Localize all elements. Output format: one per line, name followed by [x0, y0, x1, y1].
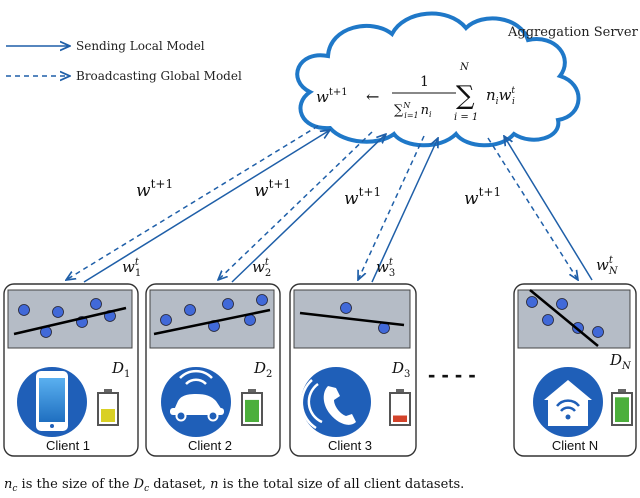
battery-icon	[611, 389, 633, 426]
formula-arrow: ←	[366, 87, 379, 106]
dataset-label: D2	[253, 359, 272, 380]
sum-top: N	[459, 62, 470, 73]
sum-symbol: ∑	[456, 81, 475, 111]
broadcast-arrow-clientN	[487, 137, 578, 280]
global-label-N: wt+1	[464, 185, 501, 209]
formula-lhs: wt+1	[316, 87, 348, 106]
sum-bottom: i = 1	[454, 112, 478, 123]
send-arrow-client2	[231, 134, 386, 283]
client-name: Client 3	[328, 438, 372, 453]
regression-line	[13, 306, 127, 336]
device-disc	[301, 367, 371, 437]
broadcast-arrow-client1	[66, 125, 319, 280]
aggregation-server-cloud	[295, 11, 581, 148]
send-arrow-client3	[371, 138, 438, 283]
battery-icon	[241, 389, 263, 426]
client-card-2: D2 Client 2	[145, 283, 281, 457]
figure-caption: nc is the size of the Dc dataset, n is t…	[4, 477, 464, 494]
battery-icon	[97, 389, 119, 426]
send-arrow-client1	[83, 130, 330, 283]
global-label-2: wt+1	[254, 177, 291, 201]
legend-sending-label: Sending Local Model	[76, 39, 205, 53]
regression-line	[299, 311, 405, 327]
call-icon	[300, 379, 356, 430]
home-icon	[544, 380, 592, 426]
global-model-labels: wt+1 wt+1 wt+1 wt+1	[136, 177, 501, 209]
dataset-label: D1	[111, 359, 130, 380]
client-card-1: D1 Client 1	[3, 283, 139, 457]
model-arrows	[66, 125, 593, 283]
regression-line	[529, 289, 599, 347]
dataset-label: DN	[609, 351, 632, 372]
legend: Sending Local Model Broadcasting Global …	[6, 39, 242, 83]
formula-numerator: 1	[420, 74, 429, 90]
clients-ellipsis: - - - -	[428, 362, 476, 387]
client-name: Client N	[552, 438, 598, 453]
global-label-3: wt+1	[344, 185, 381, 209]
client-card-N: DN Client N	[513, 283, 637, 457]
send-arrow-clientN	[504, 136, 593, 281]
phone-icon	[36, 371, 68, 431]
global-label-1: wt+1	[136, 177, 173, 201]
battery-icon	[389, 389, 411, 426]
car-icon	[170, 361, 224, 422]
client-name: Client 2	[188, 438, 232, 453]
legend-broadcasting-label: Broadcasting Global Model	[76, 69, 242, 83]
regression-line	[153, 308, 271, 336]
server-title: Aggregation Server	[507, 25, 639, 40]
client-card-3: D3 Client 3	[289, 283, 417, 457]
client-name: Client 1	[46, 438, 90, 453]
cloud-shape	[295, 11, 581, 148]
dataset-label: D3	[391, 359, 410, 380]
